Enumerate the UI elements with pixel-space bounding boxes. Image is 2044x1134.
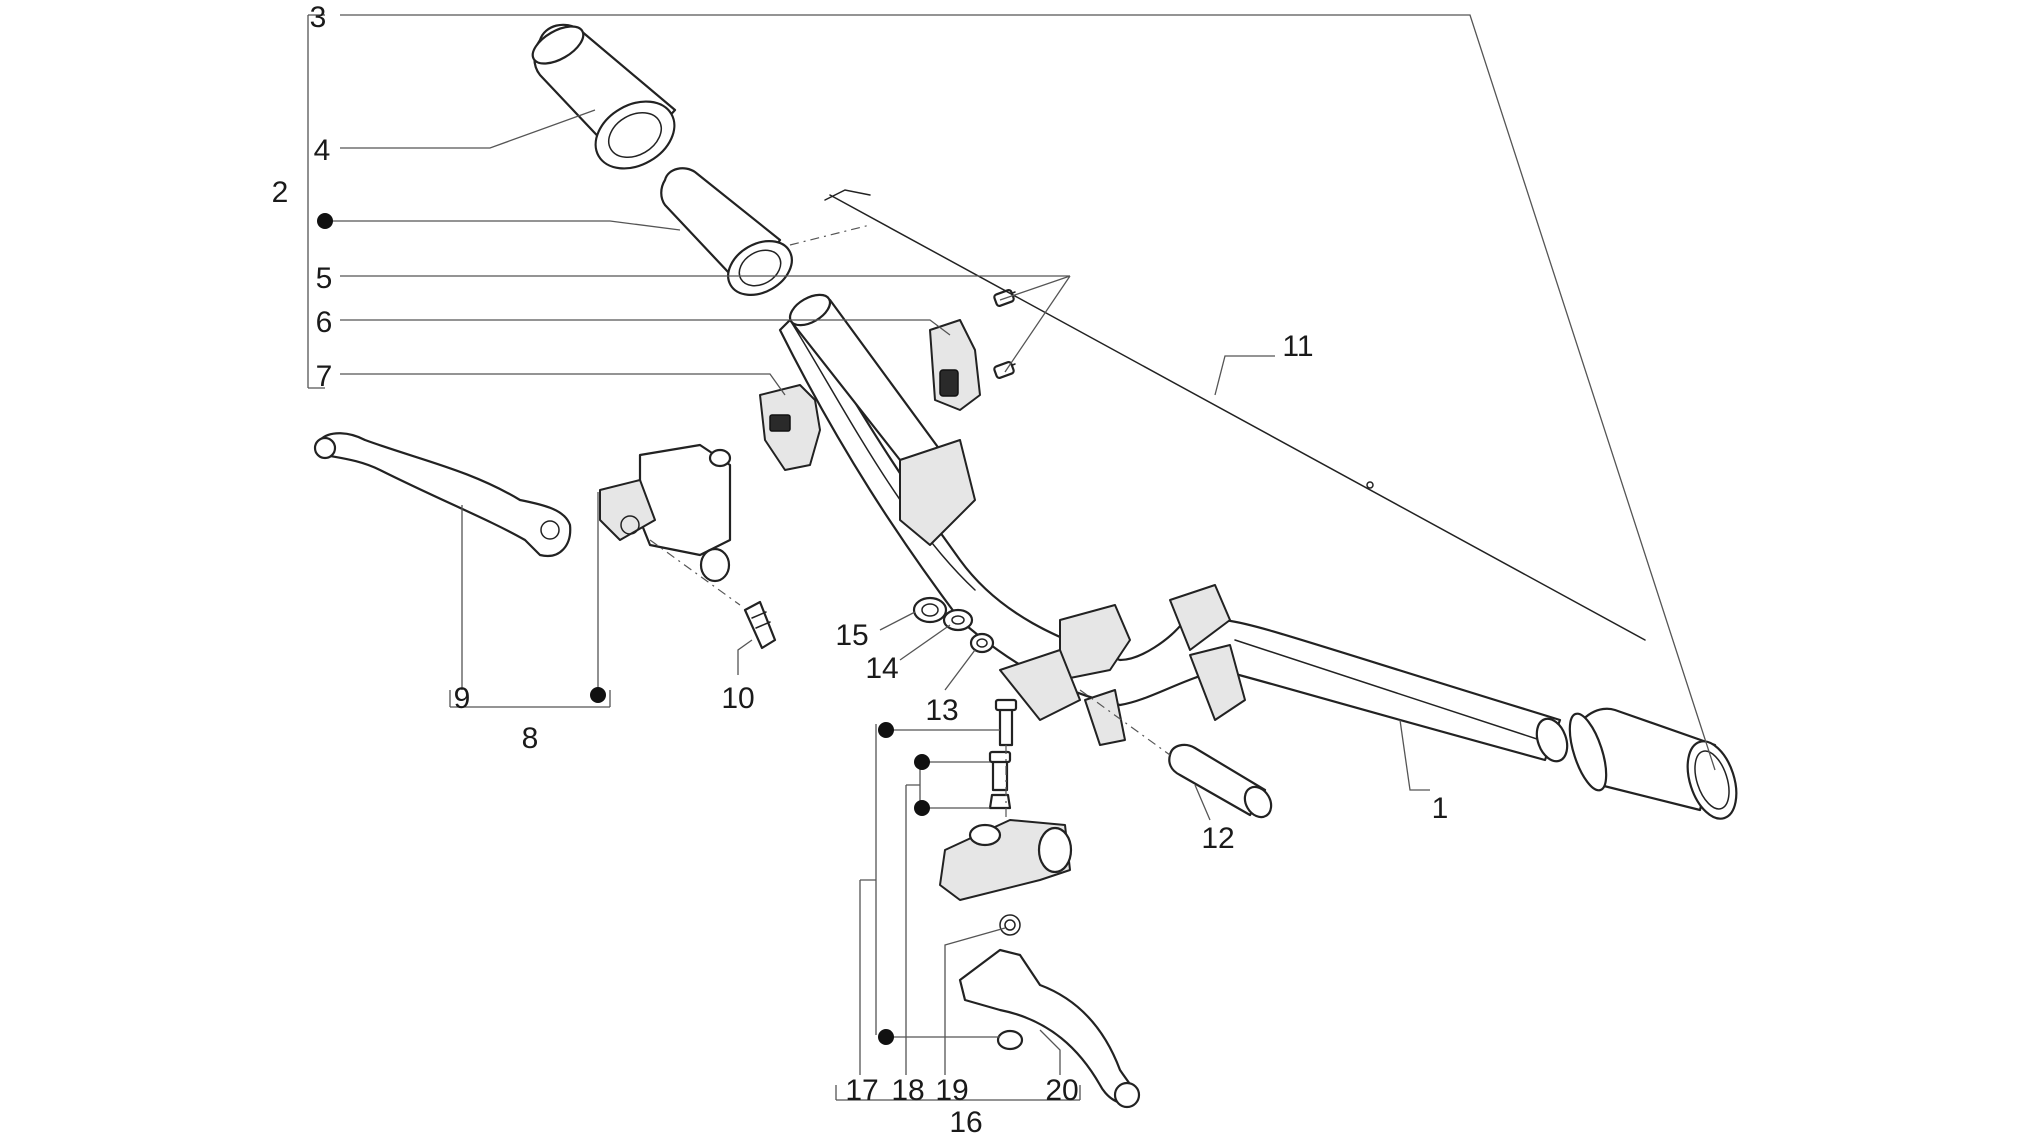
callout-6: 6 (316, 306, 333, 339)
right-lever-mount (939, 819, 1073, 901)
callout-11: 11 (1282, 330, 1313, 363)
right-brake-screws (988, 698, 1018, 830)
bar-end-weight (1079, 689, 1273, 819)
callout-8: 8 (522, 722, 539, 755)
callout-14: 14 (865, 652, 898, 685)
washer-small (969, 632, 995, 654)
dot-marker (590, 687, 606, 703)
callout-2: 2 (272, 176, 289, 209)
throttle-grip (660, 167, 871, 296)
callout-5: 5 (316, 262, 333, 295)
callout-3: 3 (310, 1, 327, 34)
left-lever (313, 432, 572, 558)
washer-large (942, 608, 974, 632)
callout-13: 13 (925, 694, 958, 727)
right-lever (958, 948, 1141, 1109)
dot-marker (878, 722, 894, 738)
callout-7: 7 (316, 360, 333, 393)
callout-16: 16 (949, 1106, 982, 1134)
dot-marker (878, 1029, 894, 1045)
reference-dots (317, 213, 930, 1045)
callout-1: 1 (1432, 792, 1449, 825)
dot-marker (317, 213, 333, 229)
callout-10: 10 (721, 682, 754, 715)
callout-15: 15 (835, 619, 868, 652)
left-master-cylinder (599, 443, 732, 583)
bleed-screw (649, 539, 777, 650)
callouts: 3 4 2 5 6 7 11 9 8 10 15 14 13 1 12 17 1… (272, 1, 1449, 1134)
left-grip (531, 23, 677, 170)
throttle-cable (824, 189, 1646, 641)
lever-spring (999, 914, 1021, 936)
throttle-bracket (759, 384, 821, 471)
callout-12: 12 (1201, 822, 1234, 855)
callout-19: 19 (935, 1074, 968, 1107)
dot-marker (914, 754, 930, 770)
throttle-housing (929, 289, 1016, 411)
leader-lines (307, 14, 1716, 1101)
dot-marker (914, 800, 930, 816)
callout-18: 18 (891, 1074, 924, 1107)
callout-4: 4 (314, 134, 331, 167)
callout-20: 20 (1045, 1074, 1078, 1107)
right-grip (1568, 707, 1738, 820)
lever-pivot-nut (996, 1029, 1024, 1051)
callout-9: 9 (454, 682, 471, 715)
bushing (912, 596, 948, 624)
handlebar (778, 293, 1569, 763)
callout-17: 17 (845, 1074, 878, 1107)
